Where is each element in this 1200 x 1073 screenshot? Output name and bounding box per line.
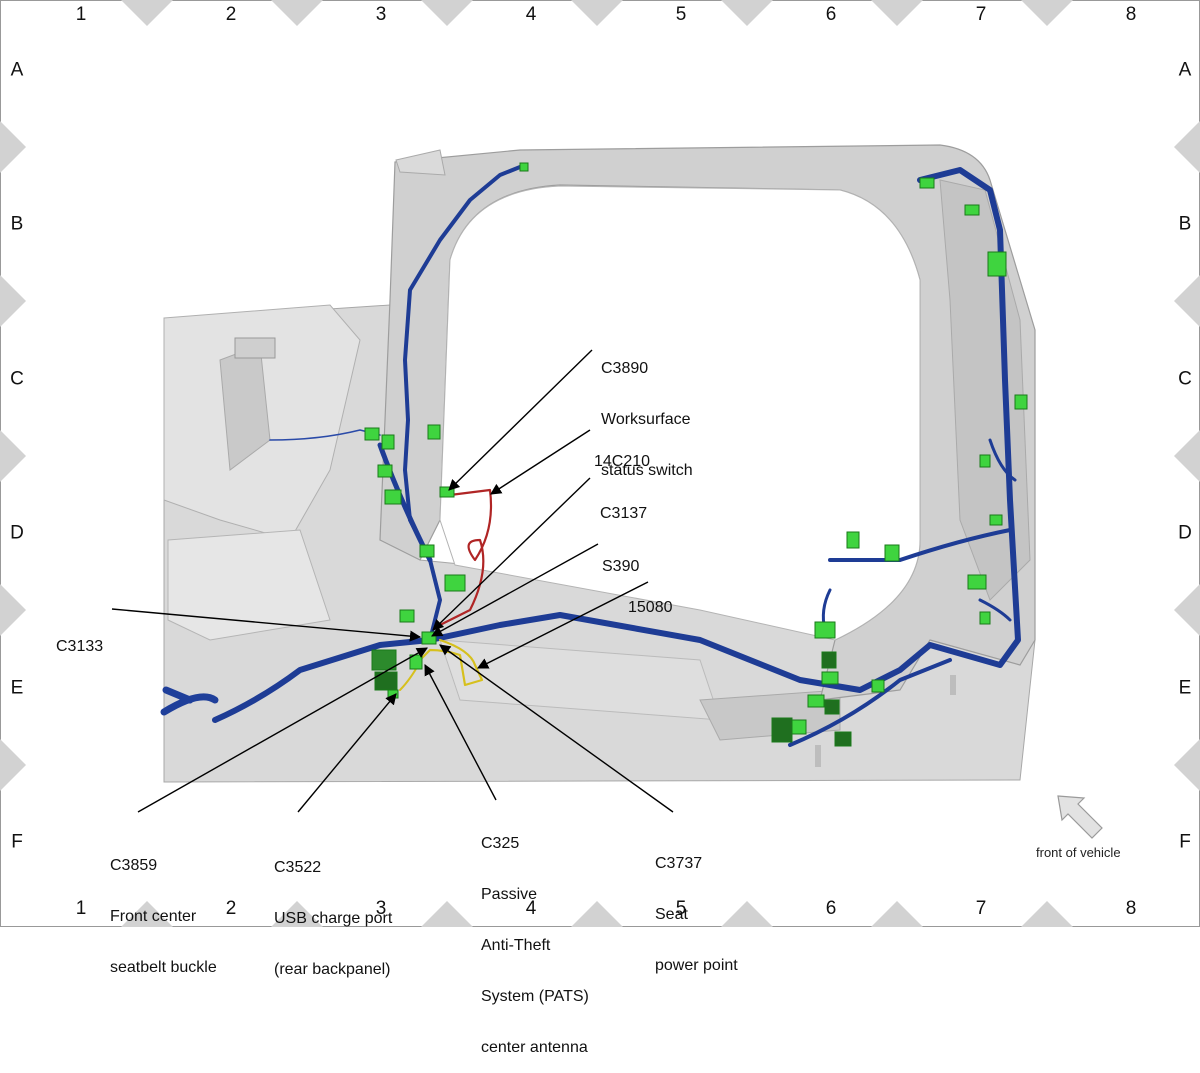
grid-column-label: 8 bbox=[1125, 898, 1137, 919]
connector-description: System (PATS) bbox=[481, 988, 589, 1005]
grid-divider-diamond bbox=[871, 901, 923, 927]
grid-divider-diamond bbox=[1174, 430, 1200, 482]
connector-id: C3890 bbox=[601, 360, 649, 377]
grid-row-label: F bbox=[1179, 831, 1191, 853]
component-id: 15080 bbox=[628, 599, 673, 616]
grid-row-label: B bbox=[10, 213, 24, 235]
grid-divider-diamond bbox=[0, 275, 26, 327]
grid-divider-diamond bbox=[571, 901, 623, 927]
grid-divider-diamond bbox=[0, 430, 26, 482]
grid-divider-diamond bbox=[121, 0, 173, 26]
connector-id: C3522 bbox=[274, 859, 322, 876]
callout-c325: C325 Passive Anti-Theft System (PATS) ce… bbox=[481, 801, 589, 1073]
connector-description: (rear backpanel) bbox=[274, 961, 391, 978]
grid-row-label: A bbox=[10, 59, 24, 81]
grid-row-label: D bbox=[10, 522, 24, 544]
grid-column-label: 5 bbox=[675, 898, 687, 919]
grid-column-label: 3 bbox=[375, 898, 387, 919]
grid-divider-diamond bbox=[421, 0, 473, 26]
callout-c3133: C3133 bbox=[56, 604, 103, 672]
grid-column-label: 1 bbox=[75, 4, 87, 25]
connector-description: status switch bbox=[601, 462, 693, 479]
grid-divider-diamond bbox=[571, 0, 623, 26]
grid-column-label: 2 bbox=[225, 898, 237, 919]
connector-id: C3737 bbox=[655, 855, 703, 872]
callout-c3737: C3737 Seat power point bbox=[655, 821, 738, 991]
callout-c3859: C3859 Front center seatbelt buckle bbox=[110, 823, 217, 993]
callout-14c210: 14C210 bbox=[594, 419, 650, 487]
grid-divider-diamond bbox=[721, 0, 773, 26]
grid-column-label: 3 bbox=[375, 4, 387, 25]
connector-description: USB charge port bbox=[274, 910, 393, 927]
grid-divider-diamond bbox=[871, 0, 923, 26]
grid-divider-diamond bbox=[271, 901, 323, 927]
grid-column-label: 7 bbox=[975, 898, 987, 919]
grid-column-label: 5 bbox=[675, 4, 687, 25]
grid-column-label: 2 bbox=[225, 4, 237, 25]
grid-row-label: C bbox=[1178, 368, 1192, 390]
connector-id: C325 bbox=[481, 835, 520, 852]
grid-column-label: 8 bbox=[1125, 4, 1137, 25]
grid-diamonds bbox=[0, 0, 1200, 927]
connector-description: seatbelt buckle bbox=[110, 959, 217, 976]
connector-id: C3133 bbox=[56, 638, 104, 655]
connector-id: C3859 bbox=[110, 857, 158, 874]
connector-description: Front center bbox=[110, 908, 197, 925]
callout-leader-lines bbox=[111, 349, 674, 813]
grid-row-label: B bbox=[1178, 213, 1192, 235]
diagram-canvas bbox=[0, 0, 1200, 927]
grid-column-label: 7 bbox=[975, 4, 987, 25]
grid-row-label: E bbox=[10, 677, 24, 699]
connector-description: Anti-Theft bbox=[481, 937, 551, 954]
grid-row-label: E bbox=[1178, 677, 1192, 699]
callout-15080: 15080 bbox=[628, 565, 673, 633]
connectors bbox=[364, 162, 1028, 747]
front-of-vehicle-label: front of vehicle bbox=[1036, 845, 1121, 860]
callout-c3890: C3890 Worksurface status switch bbox=[601, 326, 693, 496]
grid-column-label: 4 bbox=[525, 898, 537, 919]
grid-column-label: 6 bbox=[825, 898, 837, 919]
grid-divider-diamond bbox=[1174, 121, 1200, 173]
connector-id: C3137 bbox=[600, 505, 648, 522]
grid-column-label: 4 bbox=[525, 4, 537, 25]
grid-row-label: C bbox=[10, 368, 24, 390]
callout-c3137: C3137 bbox=[600, 471, 647, 539]
connector-description: Seat bbox=[655, 906, 688, 923]
grid-divider-diamond bbox=[721, 901, 773, 927]
grid-divider-diamond bbox=[0, 739, 26, 791]
grid-divider-diamond bbox=[1174, 275, 1200, 327]
grid-column-label: 6 bbox=[825, 4, 837, 25]
grid-row-label: A bbox=[1178, 59, 1192, 81]
connector-description: center antenna bbox=[481, 1039, 588, 1056]
grid-divider-diamond bbox=[421, 901, 473, 927]
connector-description: Worksurface bbox=[601, 411, 691, 428]
grid-divider-diamond bbox=[1021, 901, 1073, 927]
grid-row-label: D bbox=[1178, 522, 1192, 544]
grid-divider-diamond bbox=[1174, 584, 1200, 636]
grid-column-label: 1 bbox=[75, 898, 87, 919]
grid-divider-diamond bbox=[121, 901, 173, 927]
callout-s390: S390 bbox=[602, 524, 639, 592]
connector-description: Passive bbox=[481, 886, 538, 903]
callout-c3522: C3522 USB charge port (rear backpanel) bbox=[274, 825, 392, 995]
grid-row-label: F bbox=[11, 831, 23, 853]
connector-description: power point bbox=[655, 957, 738, 974]
arrow-up-left-icon bbox=[1057, 795, 1103, 839]
grid-divider-diamond bbox=[0, 584, 26, 636]
grid-divider-diamond bbox=[1174, 739, 1200, 791]
grid-divider-diamond bbox=[271, 0, 323, 26]
connector-id: 14C210 bbox=[594, 453, 651, 470]
wiring-harness bbox=[160, 163, 1021, 747]
grid-divider-diamond bbox=[0, 121, 26, 173]
splice-id: S390 bbox=[602, 558, 640, 575]
grid-divider-diamond bbox=[1021, 0, 1073, 26]
